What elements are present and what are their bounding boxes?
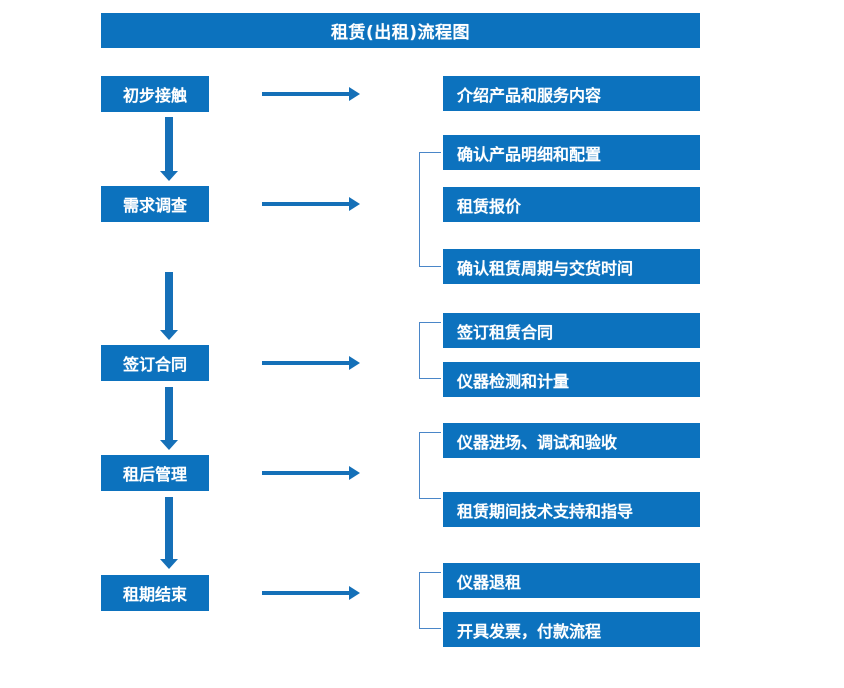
- arrow-shaft: [262, 591, 350, 595]
- bracket-connector-post-rental: [419, 432, 441, 499]
- stage-label: 需求调查: [122, 196, 187, 215]
- arrow-shaft: [262, 202, 350, 206]
- task-label: 租赁期间技术支持和指导: [457, 501, 634, 521]
- arrow-shaft: [262, 471, 350, 475]
- task-box-invoice-payment[interactable]: 开具发票，付款流程: [443, 612, 700, 647]
- stage-label: 初步接触: [122, 86, 187, 105]
- arrow-shaft: [165, 497, 173, 560]
- arrow-head: [160, 559, 178, 569]
- task-label: 确认租赁周期与交货时间: [457, 258, 634, 278]
- arrow-shaft: [262, 92, 350, 96]
- stage-box-initial-contact[interactable]: 初步接触: [101, 76, 209, 112]
- stage-box-sign-contract[interactable]: 签订合同: [101, 345, 209, 381]
- task-box-instrument-return[interactable]: 仪器退租: [443, 563, 700, 598]
- arrow-head: [160, 440, 178, 450]
- arrow-shaft: [165, 272, 173, 331]
- arrow-head: [349, 356, 360, 370]
- stage-box-post-rental-management[interactable]: 租后管理: [101, 455, 209, 491]
- task-box-sign-rental-contract[interactable]: 签订租赁合同: [443, 313, 700, 348]
- task-box-instrument-inspection[interactable]: 仪器检测和计量: [443, 362, 700, 397]
- task-label: 租赁报价: [457, 196, 522, 216]
- task-box-technical-support[interactable]: 租赁期间技术支持和指导: [443, 492, 700, 527]
- task-box-confirm-product-details[interactable]: 确认产品明细和配置: [443, 135, 700, 170]
- task-label: 签订租赁合同: [457, 322, 554, 342]
- task-label: 仪器检测和计量: [457, 371, 570, 391]
- right-arrow-icon-1: [262, 87, 360, 101]
- right-arrow-icon-5: [262, 586, 360, 600]
- arrow-head: [349, 586, 360, 600]
- arrow-head: [349, 466, 360, 480]
- bracket-connector-sign-contract: [419, 322, 441, 379]
- task-box-instrument-entry-commissioning[interactable]: 仪器进场、调试和验收: [443, 423, 700, 458]
- stage-box-rental-end[interactable]: 租期结束: [101, 575, 209, 611]
- task-label: 开具发票，付款流程: [457, 621, 602, 641]
- arrow-head: [349, 87, 360, 101]
- arrow-head: [160, 330, 178, 340]
- task-label: 仪器退租: [457, 572, 522, 592]
- task-box-rental-quote[interactable]: 租赁报价: [443, 187, 700, 222]
- arrow-head: [160, 171, 178, 181]
- arrow-shaft: [165, 387, 173, 441]
- diagram-title: 租赁(出租)流程图: [330, 23, 471, 43]
- diagram-title-banner: 租赁(出租)流程图: [101, 13, 700, 48]
- right-arrow-icon-4: [262, 466, 360, 480]
- task-box-confirm-period-delivery[interactable]: 确认租赁周期与交货时间: [443, 249, 700, 284]
- down-arrow-icon-3: [160, 387, 178, 450]
- stage-label: 租期结束: [122, 585, 187, 604]
- stage-label: 租后管理: [122, 465, 187, 484]
- task-label: 介绍产品和服务内容: [457, 85, 602, 105]
- arrow-shaft: [165, 117, 173, 172]
- stage-box-demand-survey[interactable]: 需求调查: [101, 186, 209, 222]
- down-arrow-icon-1: [160, 117, 178, 181]
- down-arrow-icon-4: [160, 497, 178, 569]
- right-arrow-icon-2: [262, 197, 360, 211]
- task-label: 确认产品明细和配置: [457, 144, 602, 164]
- bracket-connector-demand-survey: [419, 152, 441, 267]
- arrow-shaft: [262, 361, 350, 365]
- bracket-connector-rental-end: [419, 572, 441, 629]
- task-label: 仪器进场、调试和验收: [457, 432, 618, 452]
- down-arrow-icon-2: [160, 272, 178, 340]
- task-box-introduce-products[interactable]: 介绍产品和服务内容: [443, 76, 700, 111]
- arrow-head: [349, 197, 360, 211]
- right-arrow-icon-3: [262, 356, 360, 370]
- stage-label: 签订合同: [122, 355, 187, 374]
